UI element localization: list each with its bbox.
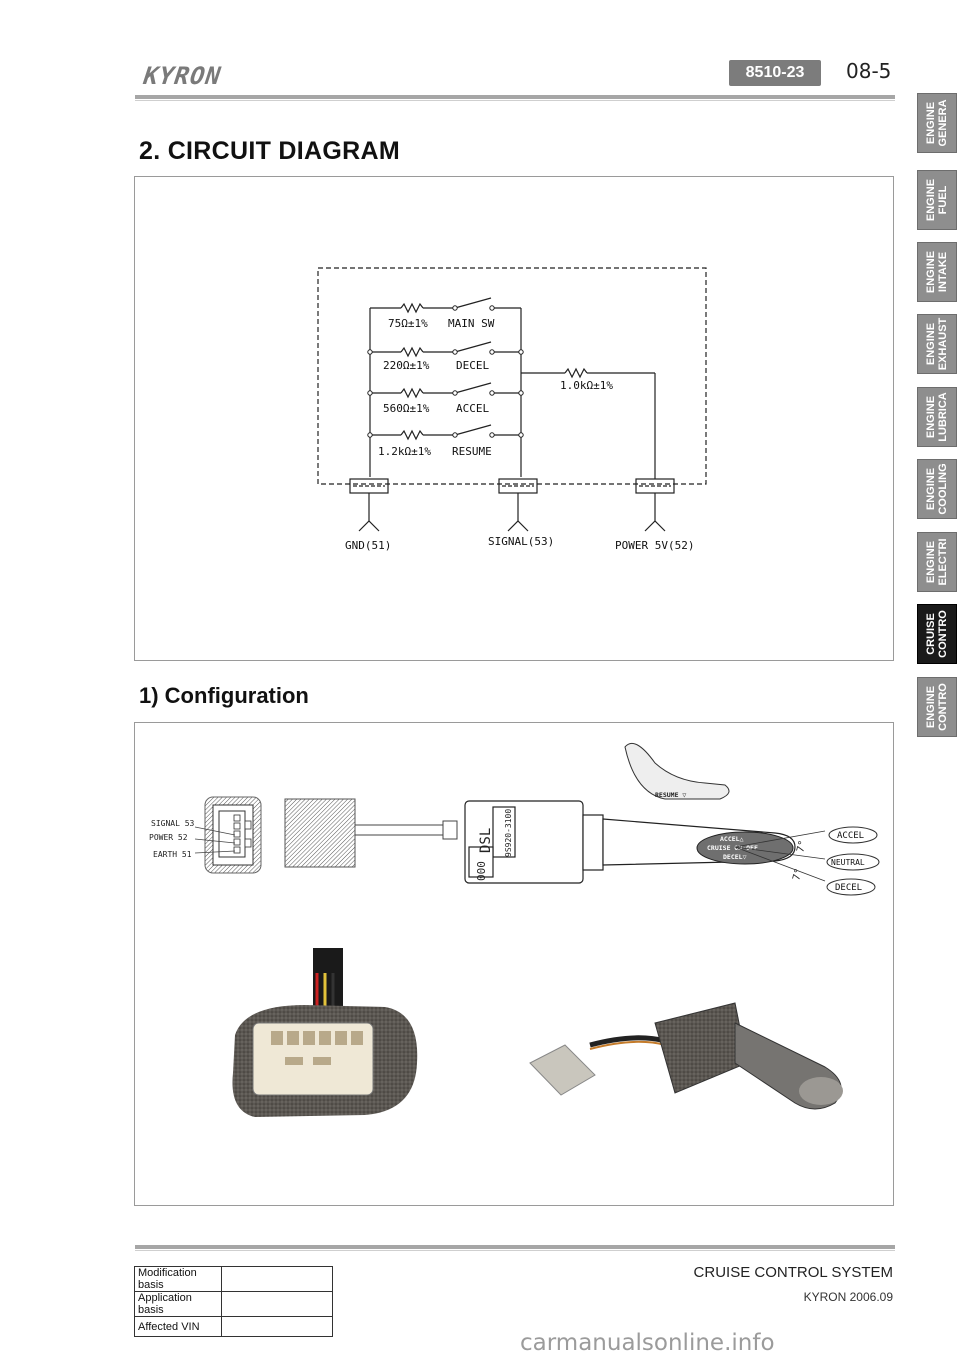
row-value <box>221 1266 333 1292</box>
lever-text: ACCEL△ <box>720 835 744 843</box>
lever-text: CRUISE ON-OFF <box>707 844 758 852</box>
lever-text: DECEL▽ <box>723 853 747 861</box>
terminal-label-power: POWER 5V(52) <box>615 539 694 552</box>
table-row: Application basis <box>134 1291 333 1317</box>
branch-row-2 <box>370 341 521 358</box>
connector-housing-block <box>284 798 356 868</box>
page-code-badge: 8510-23 <box>729 60 821 86</box>
footer-rule <box>135 1245 895 1249</box>
resistor-label: 560Ω±1% <box>383 402 430 415</box>
tab-engine-exhaust[interactable]: ENGINE EXHAUST <box>917 314 957 374</box>
tab-engine-electrical[interactable]: ENGINE ELECTRI <box>917 532 957 592</box>
part-number: 9S920-3100 <box>504 809 513 857</box>
resistor-label: 220Ω±1% <box>383 359 430 372</box>
header-rule-thin <box>135 100 895 101</box>
tab-label: ENGINE LUBRICA <box>925 392 949 442</box>
brand-wordmark: KYRON <box>139 62 225 90</box>
tab-label: ENGINE FUEL <box>925 178 949 222</box>
angle-label: 7° <box>795 839 809 853</box>
tab-label: ENGINE COOLING <box>925 463 949 515</box>
terminal-label-gnd: GND(51) <box>345 539 391 552</box>
kyron-logo: KYRON <box>139 62 225 90</box>
tab-engine-control[interactable]: ENGINE CONTRO <box>917 677 957 737</box>
tab-engine-lubrication[interactable]: ENGINE LUBRICA <box>917 387 957 447</box>
branch-row-3 <box>370 382 521 399</box>
switch-label: MAIN SW <box>448 317 495 330</box>
tab-label: ENGINE CONTRO <box>925 683 949 731</box>
switch-label: RESUME <box>452 445 492 458</box>
table-row: Affected VIN <box>134 1316 333 1337</box>
switch-assembly-photo <box>529 1002 843 1110</box>
section-subtitle: 1) Configuration <box>139 683 309 708</box>
row-label: Affected VIN <box>134 1316 222 1337</box>
position-neutral: NEUTRAL <box>831 858 865 867</box>
footer-rule-thin <box>135 1250 895 1251</box>
resistor-label: 75Ω±1% <box>388 317 428 330</box>
row-label: Application basis <box>134 1291 222 1317</box>
resistor-label: 1.2kΩ±1% <box>378 445 431 458</box>
connector-photo <box>232 948 418 1117</box>
tab-engine-fuel[interactable]: ENGINE FUEL <box>917 170 957 230</box>
tab-cruise-control[interactable]: CRUISE CONTRO <box>917 604 957 664</box>
configuration-box: SIGNAL 53 POWER 52 EARTH 51 DSL 9S920-31… <box>134 722 894 1206</box>
circuit-diagram-box: 75Ω±1% MAIN SW 220Ω±1% DECEL 560Ω±1% ACC… <box>134 176 894 661</box>
footer-system-title: CRUISE CONTROL SYSTEM <box>693 1264 893 1281</box>
resume-text: RESUME ▽ <box>655 791 686 799</box>
switch-label: ACCEL <box>456 402 489 415</box>
pin-label-power: POWER 52 <box>149 833 188 842</box>
header-rule <box>135 95 895 99</box>
page-number: 08-5 <box>846 59 892 83</box>
part-code: DSL <box>478 828 494 853</box>
branch-row-1 <box>370 297 521 314</box>
circuit-diagram: 75Ω±1% MAIN SW 220Ω±1% DECEL 560Ω±1% ACC… <box>317 267 707 552</box>
row-label: Modification basis <box>134 1266 222 1292</box>
resume-lever: RESUME ▽ <box>624 743 730 800</box>
tab-engine-intake[interactable]: ENGINE INTAKE <box>917 242 957 302</box>
terminal-label-signal: SIGNAL(53) <box>488 535 554 548</box>
table-row: Modification basis <box>134 1266 333 1292</box>
tab-label: ENGINE GENERA <box>925 99 949 147</box>
row-value <box>221 1291 333 1317</box>
position-decel: DECEL <box>835 883 862 893</box>
angle-label: 7° <box>791 867 805 881</box>
part-mark: 000 <box>475 861 488 881</box>
configuration-drawing: SIGNAL 53 POWER 52 EARTH 51 DSL 9S920-31… <box>149 743 880 1117</box>
tab-label: ENGINE INTAKE <box>925 250 949 294</box>
tab-engine-cooling[interactable]: ENGINE COOLING <box>917 459 957 519</box>
pin-label-signal: SIGNAL 53 <box>151 819 195 828</box>
connector-front-view: SIGNAL 53 POWER 52 EARTH 51 <box>149 796 262 874</box>
position-accel: ACCEL <box>837 831 864 841</box>
series-resistor-label: 1.0kΩ±1% <box>560 379 613 392</box>
section-title: 2. CIRCUIT DIAGRAM <box>139 137 400 165</box>
tab-engine-general[interactable]: ENGINE GENERA <box>917 93 957 153</box>
watermark-link[interactable]: carmanualsonline.info <box>520 1330 775 1356</box>
tab-label: CRUISE CONTRO <box>925 610 949 658</box>
tab-label: ENGINE EXHAUST <box>925 317 949 371</box>
branch-row-4 <box>370 424 521 441</box>
switch-housing-outline <box>317 267 707 485</box>
tab-label: ENGINE ELECTRI <box>925 538 949 586</box>
switch-label: DECEL <box>456 359 489 372</box>
footer-version: KYRON 2006.09 <box>803 1290 893 1304</box>
pin-label-earth: EARTH 51 <box>153 850 192 859</box>
row-value <box>221 1316 333 1337</box>
revision-table: Modification basis Application basis Aff… <box>134 1266 333 1337</box>
lever-positions: ACCEL NEUTRAL DECEL <box>826 826 880 896</box>
